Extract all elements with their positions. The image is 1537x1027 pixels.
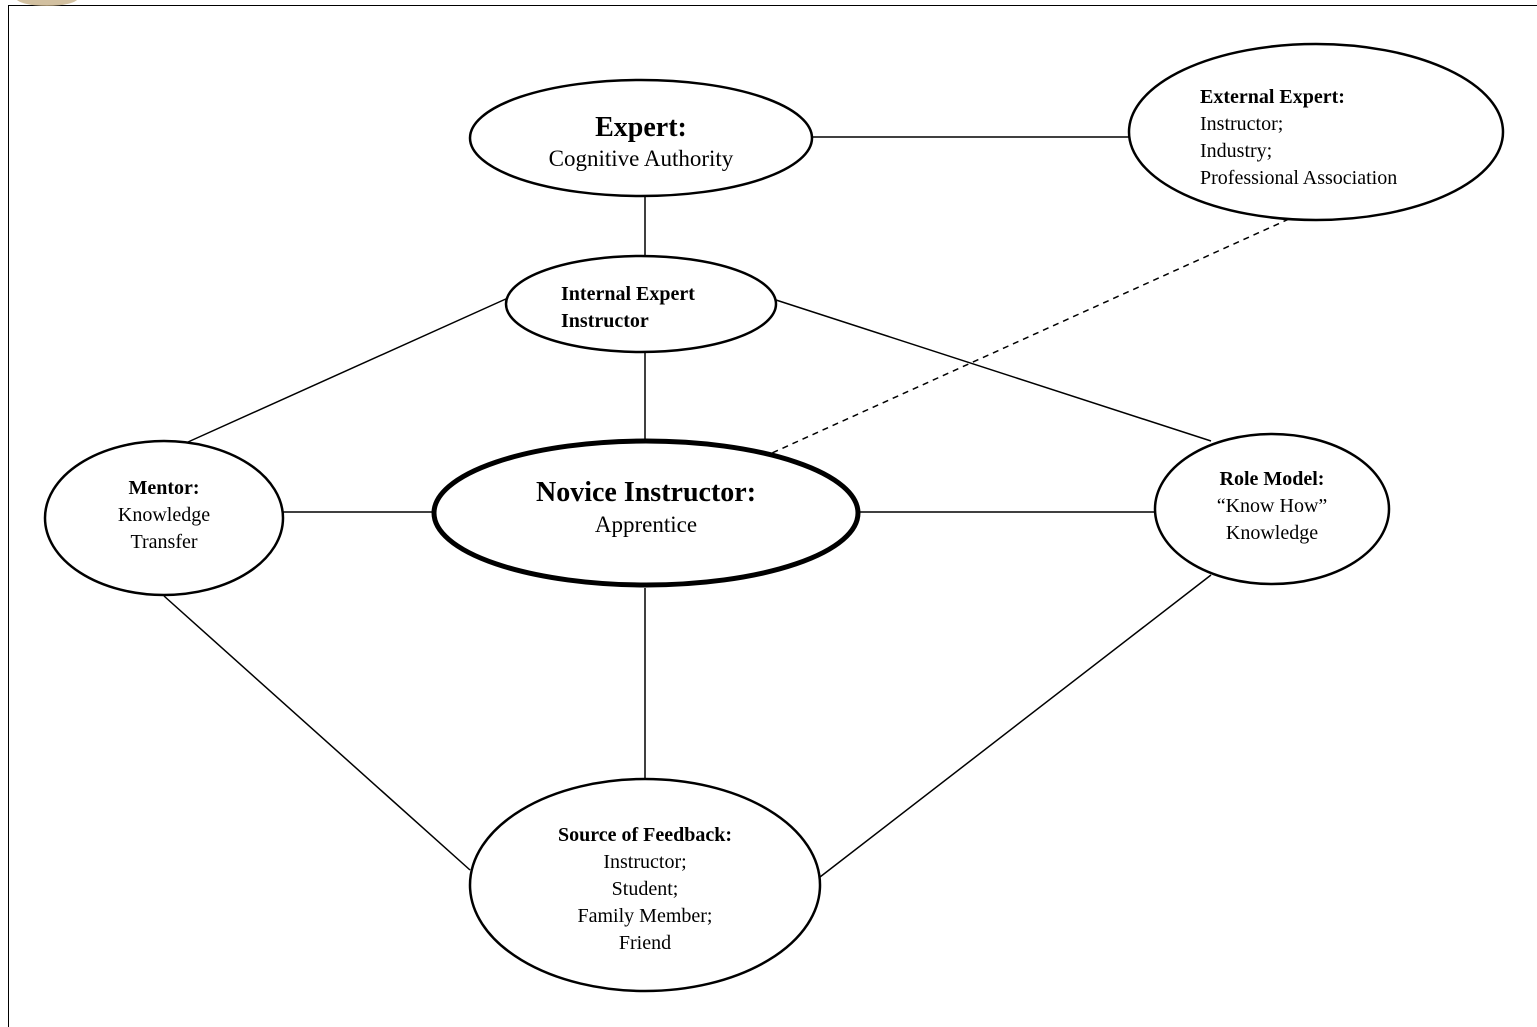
node-feedback-line-2: Student; [612, 878, 679, 900]
node-novice-title: Novice Instructor: [536, 477, 756, 508]
edge-internal-rolemodel [775, 299, 1212, 442]
edge-rolemodel-feedback [819, 574, 1212, 878]
edge-internal-mentor [187, 297, 509, 443]
node-novice-instructor: Novice Instructor: Apprentice [431, 438, 861, 588]
node-feedback-line-4: Friend [619, 932, 671, 954]
node-role-model-line-2: Knowledge [1226, 522, 1318, 544]
node-internal-expert-line-1: Instructor [561, 310, 649, 332]
node-mentor-title: Mentor: [128, 477, 199, 499]
node-external-expert-ellipse [1127, 42, 1505, 222]
node-mentor-line-2: Transfer [130, 531, 197, 553]
node-internal-expert-title: Internal Expert [561, 283, 695, 305]
node-internal-expert: Internal Expert Instructor [504, 254, 778, 354]
node-role-model-line-1: “Know How” [1217, 495, 1328, 517]
node-mentor-ellipse [43, 439, 285, 597]
node-feedback-title: Source of Feedback: [558, 824, 732, 846]
node-role-model-ellipse [1153, 432, 1391, 586]
node-novice-ellipse [431, 438, 861, 588]
frame-top-border [8, 5, 1537, 6]
node-role-model-title: Role Model: [1220, 468, 1325, 490]
node-external-expert-line-1: Instructor; [1200, 113, 1283, 135]
edge-external-novice-dashed [771, 218, 1290, 454]
node-external-expert-line-3: Professional Association [1200, 167, 1397, 189]
node-role-model: Role Model: “Know How” Knowledge [1153, 432, 1391, 586]
node-mentor: Mentor: Knowledge Transfer [43, 439, 285, 597]
edge-mentor-feedback [163, 595, 471, 871]
node-novice-line-1: Apprentice [595, 512, 697, 537]
node-source-of-feedback: Source of Feedback: Instructor; Student;… [468, 777, 822, 993]
node-expert-title: Expert: [595, 112, 687, 143]
node-external-expert-title: External Expert: [1200, 86, 1345, 108]
edges [163, 136, 1290, 878]
node-mentor-line-1: Knowledge [118, 504, 210, 526]
node-internal-expert-ellipse [504, 254, 778, 354]
node-external-expert-line-2: Industry; [1200, 140, 1272, 162]
node-feedback-line-1: Instructor; [603, 851, 686, 873]
node-expert-ellipse [468, 78, 814, 198]
frame-left-border [8, 5, 9, 1027]
node-external-expert: External Expert: Instructor; Industry; P… [1127, 42, 1505, 222]
node-feedback-line-3: Family Member; [578, 905, 713, 927]
node-expert: Expert: Cognitive Authority [468, 78, 814, 198]
node-expert-line-1: Cognitive Authority [549, 146, 734, 171]
node-feedback-ellipse [468, 777, 822, 993]
logo-fragment [16, 0, 78, 6]
